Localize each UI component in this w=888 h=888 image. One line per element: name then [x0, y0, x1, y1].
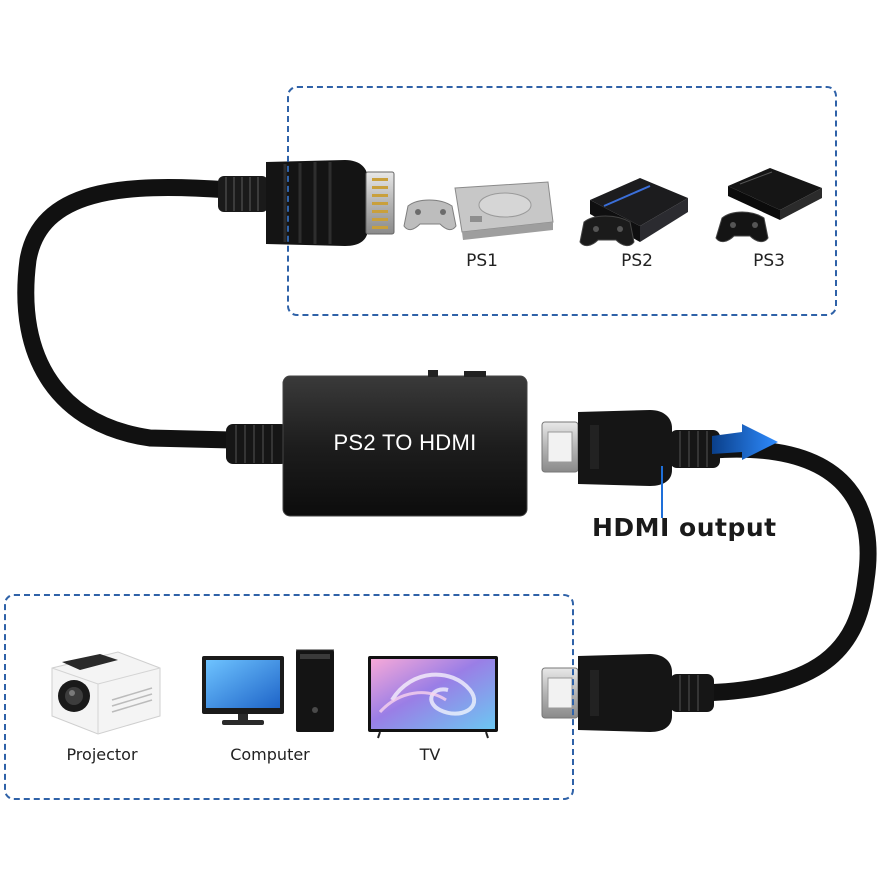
ps2-console-icon	[579, 178, 688, 247]
source-consoles-frame	[287, 86, 837, 316]
source-label-ps1: PS1	[466, 251, 498, 271]
display-devices-frame	[4, 594, 574, 800]
hdmi-plug-top	[541, 410, 720, 518]
display-label-computer: Computer	[230, 745, 310, 764]
ps2-cable	[17, 179, 241, 449]
ps1-console-icon	[403, 181, 554, 240]
ps2-av-connector	[218, 160, 395, 246]
tv-icon	[368, 656, 498, 739]
ps3-console-icon	[715, 168, 822, 243]
output-direction-arrow	[712, 424, 778, 460]
source-label-ps2: PS2	[621, 251, 653, 271]
computer-icon	[202, 649, 334, 732]
projector-icon	[51, 651, 161, 735]
hdmi-cable	[691, 440, 877, 702]
converter-box	[226, 370, 528, 517]
hdmi-output-label: HDMI output	[592, 513, 777, 542]
hdmi-plug-bottom	[541, 654, 714, 732]
converter-box-label: PS2 TO HDMI	[333, 430, 477, 455]
display-label-tv: TV	[419, 745, 441, 764]
display-label-projector: Projector	[66, 745, 138, 764]
source-label-ps3: PS3	[753, 251, 785, 271]
